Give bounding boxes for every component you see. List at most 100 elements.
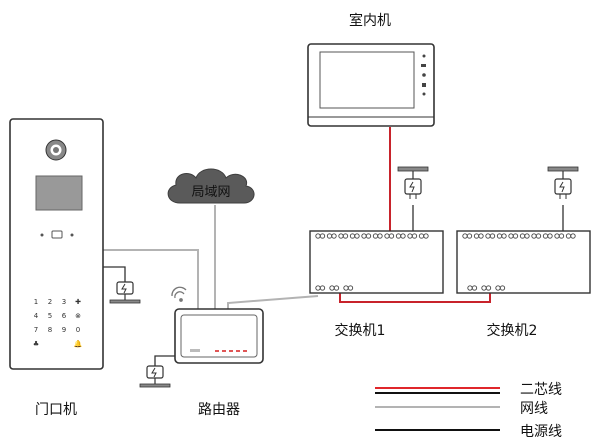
switch-port (481, 285, 487, 291)
switch-2-bottom-ports (467, 285, 506, 291)
legend-label: 二芯线 (520, 382, 562, 398)
router-to-switch1-cable (227, 295, 319, 310)
indoor-unit (307, 43, 435, 127)
indoor-unit-buttons (421, 54, 426, 96)
keypad-key: ⊗ (75, 312, 81, 320)
wifi-icon (171, 286, 187, 302)
keypad-key: 7 (34, 326, 38, 334)
switch-port (508, 233, 514, 239)
keypad-key: 🔔 (74, 339, 83, 348)
switch-1-label: 交换机1 (335, 322, 386, 339)
switch-port (377, 233, 383, 239)
switch-port (547, 233, 553, 239)
switch-port (485, 285, 492, 291)
switch-port (315, 285, 321, 291)
keypad-key: 5 (48, 312, 52, 320)
switch-port (462, 233, 468, 239)
switch-port (519, 233, 526, 239)
switch-1-power-plug-icon (397, 166, 429, 199)
keypad-key: ♣ (33, 340, 39, 348)
switch-port (495, 285, 501, 291)
router (174, 308, 264, 364)
switch-port (326, 233, 333, 239)
switch-port (554, 233, 560, 239)
router-label: 路由器 (198, 402, 240, 418)
switch-port (467, 285, 473, 291)
legend-label: 电源线 (520, 424, 562, 440)
switch-port (329, 285, 335, 291)
switch-port (361, 233, 367, 239)
keypad-key: 6 (62, 312, 67, 320)
switch-port (338, 233, 344, 239)
door-display (35, 175, 83, 211)
router-power-plug-icon (139, 365, 171, 388)
keypad-key: ✚ (75, 298, 81, 306)
switch-port (343, 285, 349, 291)
switch-port (365, 233, 372, 239)
door-power-cable (103, 266, 126, 282)
switch-2-label: 交换机2 (487, 322, 538, 339)
keypad-key: 4 (34, 312, 39, 320)
switch-port (471, 285, 478, 291)
switch-port (315, 233, 321, 239)
switch-port (319, 233, 326, 239)
switch-port (558, 233, 565, 239)
keypad-key: 3 (62, 298, 66, 306)
switch-port (535, 233, 542, 239)
indoor-unit-label: 室内机 (349, 12, 391, 29)
card-reader-icon (40, 230, 74, 239)
switch-port (384, 233, 390, 239)
door-power-plug-icon (109, 281, 141, 304)
switch-port (496, 233, 503, 239)
switch-port (342, 233, 349, 239)
switch-port (499, 285, 506, 291)
keypad-key: 0 (76, 326, 80, 334)
switch-port (489, 233, 496, 239)
switch-port (347, 285, 354, 291)
router-port-lights (215, 350, 247, 352)
switch-port (423, 233, 429, 239)
keypad-key: 8 (48, 326, 52, 334)
keypad-key: 1 (34, 298, 38, 306)
lan-cloud: 局域网 (167, 168, 255, 204)
switch-port (565, 233, 572, 239)
legend-item: 网线 (375, 401, 548, 417)
switch-port (473, 233, 480, 239)
switch-port (411, 233, 418, 239)
switch-port (400, 233, 406, 239)
keypad-key: 2 (48, 298, 52, 306)
switch-port (319, 285, 326, 291)
door-station: 1 2 3 ✚ 4 5 6 ⊗ 7 8 9 0 ♣ 🔔 (9, 118, 104, 370)
switch-port (512, 233, 519, 239)
switch-port (570, 233, 576, 239)
switch-port (485, 233, 491, 239)
switch-port (478, 233, 484, 239)
switch-port (531, 233, 537, 239)
switch-port (542, 233, 549, 239)
switch-1 (309, 230, 444, 294)
switch-port (407, 233, 413, 239)
switch-port (372, 233, 379, 239)
switch-port (331, 233, 337, 239)
legend-item: 二芯线 (375, 382, 562, 398)
switch-1-bottom-ports (315, 285, 354, 291)
switch-port (333, 285, 340, 291)
switch1-to-switch2-cable (339, 293, 491, 303)
switch-port (354, 233, 360, 239)
switch-port (501, 233, 507, 239)
door-to-router-cable (103, 249, 199, 312)
legend-item: 电源线 (375, 424, 562, 440)
switch-port (388, 233, 395, 239)
switch-port (524, 233, 530, 239)
switch-port (418, 233, 425, 239)
door-keypad: 1 2 3 ✚ 4 5 6 ⊗ 7 8 9 0 ♣ 🔔 (33, 298, 83, 348)
camera-icon (45, 139, 67, 161)
lan-cloud-label: 局域网 (191, 185, 230, 200)
switch-1-top-ports (315, 233, 429, 239)
switch-port (466, 233, 473, 239)
keypad-key: 9 (62, 326, 66, 334)
switch-2-top-ports (462, 233, 576, 239)
switch-2 (456, 230, 591, 294)
